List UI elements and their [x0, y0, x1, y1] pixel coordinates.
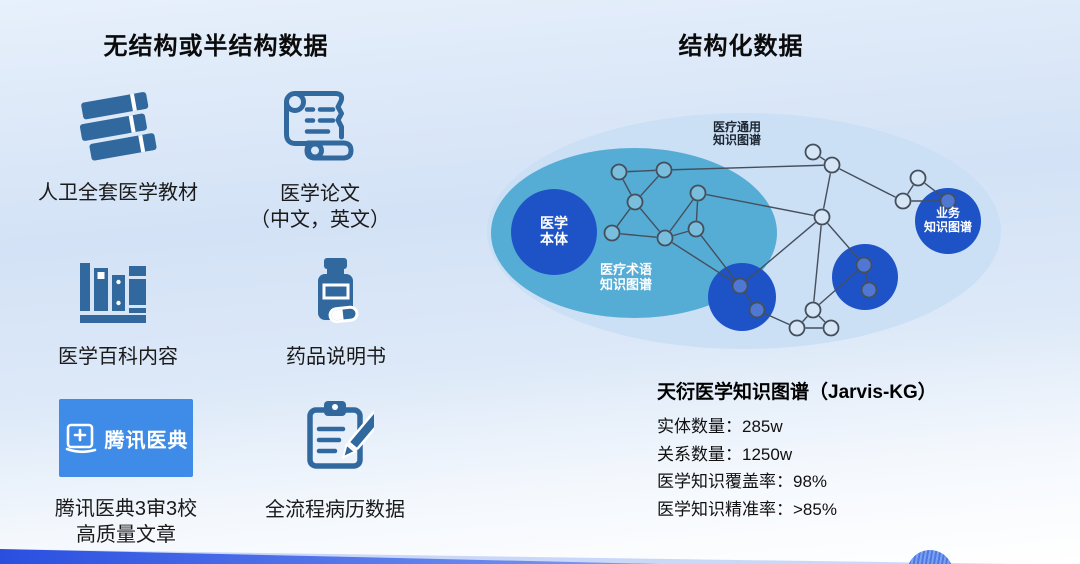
graph-edge: [672, 164, 824, 171]
striped-sphere-decoration: [907, 550, 953, 564]
graph-edge: [620, 233, 657, 238]
right-section-title: 结构化数据: [678, 33, 804, 60]
graph-node: [804, 301, 822, 319]
left-section-title: 无结构或半结构数据: [103, 33, 329, 60]
graph-node: [655, 161, 673, 179]
center-hub-circle: [708, 263, 776, 331]
graph-edge: [764, 312, 790, 326]
graph-edge: [700, 235, 736, 280]
papers-label-line1: 医学论文: [280, 183, 360, 205]
tencent-yidian-logo-text: 腾讯医典: [104, 429, 189, 452]
graph-edge: [622, 179, 632, 195]
graph-edge: [827, 222, 859, 260]
jarvis-kg-stats: 天衍医学知识图谱（Jarvis-KG） 实体数量：285w 关系数量：1250w…: [657, 377, 1017, 523]
medical-records-label: 全流程病历数据: [265, 499, 405, 521]
graph-edge: [813, 225, 822, 302]
stat-precision: 医学知识精准率：>85%: [657, 499, 837, 519]
graph-edge: [669, 199, 694, 232]
general-kg-label: 医疗通用 知识图谱: [712, 120, 761, 147]
graph-edge: [822, 173, 832, 209]
ontology-label: 医学 本体: [540, 215, 568, 247]
graph-edge: [695, 201, 699, 221]
drug-instructions-label: 药品说明书: [286, 346, 386, 368]
graph-edge: [864, 273, 869, 282]
graph-edge: [907, 184, 914, 195]
graph-node: [909, 169, 927, 187]
bookshelf-icon: [80, 263, 146, 323]
graph-node: [731, 277, 749, 295]
graph-node: [626, 193, 644, 211]
graph-edge: [640, 175, 659, 197]
graph-edge: [671, 241, 734, 283]
clipboard-pencil-icon: [307, 401, 374, 469]
stat-entities: 实体数量：285w: [657, 417, 783, 436]
graph-edge: [839, 168, 896, 198]
graph-node: [860, 281, 878, 299]
graph-node: [804, 143, 822, 161]
paper-scroll-icon: [284, 91, 354, 161]
graph-edge: [672, 230, 689, 237]
graph-node: [813, 208, 831, 226]
graph-edge: [744, 292, 753, 304]
graph-node: [894, 192, 912, 210]
graph-edge: [924, 182, 942, 197]
business-circle: [915, 188, 981, 254]
tencent-articles-label-line1: 腾讯医典3审3校: [54, 498, 198, 520]
knowledge-graph: [487, 113, 1001, 349]
business-kg-label: 业务 知识图谱: [923, 206, 972, 234]
graph-node: [788, 319, 806, 337]
jarvis-kg-title: 天衍医学知识图谱（Jarvis-KG）: [657, 382, 937, 403]
tencent-yidian-logo: 腾讯医典: [59, 399, 193, 477]
medicine-bottle-icon: [318, 258, 359, 324]
graph-node: [822, 319, 840, 337]
graph-node: [603, 224, 621, 242]
graph-edge: [706, 193, 814, 217]
terminology-kg-label: 医疗术语 知识图谱: [599, 262, 652, 292]
tencent-articles-label-line2: 高质量文章: [76, 524, 176, 546]
ontology-circle: [511, 189, 597, 275]
graph-node: [855, 256, 873, 274]
graph-edge: [627, 169, 656, 173]
graph-edge: [639, 208, 661, 232]
graph-node: [689, 184, 707, 202]
stat-relations: 关系数量：1250w: [657, 444, 793, 464]
graph-edge: [616, 208, 631, 227]
tencent-yidian-book-icon: [65, 423, 96, 454]
graph-node: [656, 229, 674, 247]
textbooks-label: 人卫全套医学教材: [38, 182, 198, 204]
graph-edge: [746, 221, 816, 282]
books-stack-icon: [79, 92, 157, 161]
papers-label-line2: （中文，英文）: [250, 209, 390, 231]
encyclopedia-label: 医学百科内容: [58, 346, 178, 368]
graph-node: [687, 220, 705, 238]
graph-node: [610, 163, 628, 181]
bottom-band: [0, 549, 660, 564]
right-hub-circle: [832, 244, 898, 310]
graph-edge: [802, 315, 808, 323]
graph-edge: [818, 315, 826, 323]
graph-node: [748, 301, 766, 319]
stat-coverage: 医学知识覆盖率：98%: [657, 472, 828, 491]
graph-node: [939, 192, 957, 210]
graph-edge: [818, 270, 859, 305]
graph-node: [823, 156, 841, 174]
graph-edge: [819, 156, 826, 161]
